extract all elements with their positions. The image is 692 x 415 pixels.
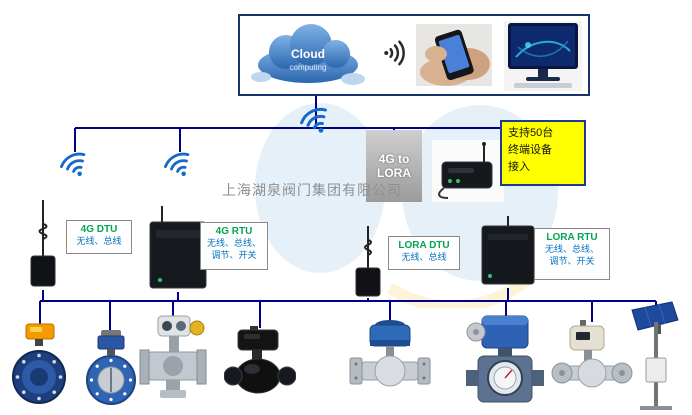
wifi-signal-icon: [163, 152, 190, 177]
cloud-panel: Cloud computing: [238, 14, 590, 96]
butterfly-valve-yellow-actuator: [12, 323, 66, 404]
capacity-note: 支持50台 终端设备 接入: [500, 120, 586, 186]
gateway-label-line1: 4G to: [378, 151, 410, 166]
module-title: LORA DTU: [398, 240, 450, 251]
butterfly-valve-blue-actuator: [86, 330, 136, 405]
gate-valve-electric-actuator: [139, 315, 207, 398]
cloud-sublabel: computing: [290, 63, 327, 72]
solar-panel-pole: [631, 301, 679, 410]
mobile-phone-photo: [416, 24, 492, 86]
rtu-enclosure-module: [149, 206, 207, 289]
module-label-lora-rtu: LORA RTU 无线、总线、 调节、开关: [534, 228, 610, 280]
dtu-antenna-module: [30, 200, 56, 287]
module-title: LORA RTU: [546, 232, 598, 243]
wifi-signal-icon: [384, 40, 405, 66]
capacity-note-line3: 接入: [508, 161, 530, 174]
company-watermark: 上海湖泉阀门集团有限公司: [222, 182, 402, 198]
cloud-label: Cloud: [291, 47, 325, 61]
lora-gateway-router: [432, 140, 504, 202]
module-desc: 无线、总线、: [206, 238, 261, 248]
module-title: 4G DTU: [80, 224, 118, 235]
capacity-note-line1: 支持50台: [508, 127, 554, 139]
capacity-note-line2: 终端设备: [508, 144, 552, 157]
module-desc: 调节、开关: [211, 249, 257, 260]
module-desc: 无线、总线: [76, 236, 122, 246]
control-valve-blue-actuator-gauge: [466, 315, 544, 403]
ball-valve-black-actuator: [224, 326, 296, 394]
module-label-4g-dtu: 4G DTU 无线、总线: [66, 220, 132, 254]
gateway-label-line2: LORA: [377, 166, 411, 180]
wifi-signal-icon: [300, 107, 327, 133]
desktop-monitor-photo: [504, 21, 582, 91]
module-label-4g-rtu: 4G RTU 无线、总线、 调节、开关: [200, 222, 268, 270]
wifi-signal-icon: [59, 152, 86, 177]
lora-dtu-antenna-module: [355, 226, 381, 297]
ball-valve-blue-actuator: [349, 320, 431, 387]
ball-valve-gray-actuator: [551, 320, 633, 388]
module-desc: 调节、开关: [549, 255, 595, 266]
gateway-4g-to-lora: 4G to LORA: [366, 130, 422, 202]
lora-rtu-enclosure-module: [481, 216, 535, 285]
module-label-lora-dtu: LORA DTU 无线、总线: [388, 236, 460, 270]
module-desc: 无线、总线: [401, 252, 447, 262]
module-title: 4G RTU: [215, 226, 253, 237]
module-desc: 无线、总线、: [544, 244, 599, 254]
cloud-computing-icon: Cloud computing: [251, 24, 365, 85]
